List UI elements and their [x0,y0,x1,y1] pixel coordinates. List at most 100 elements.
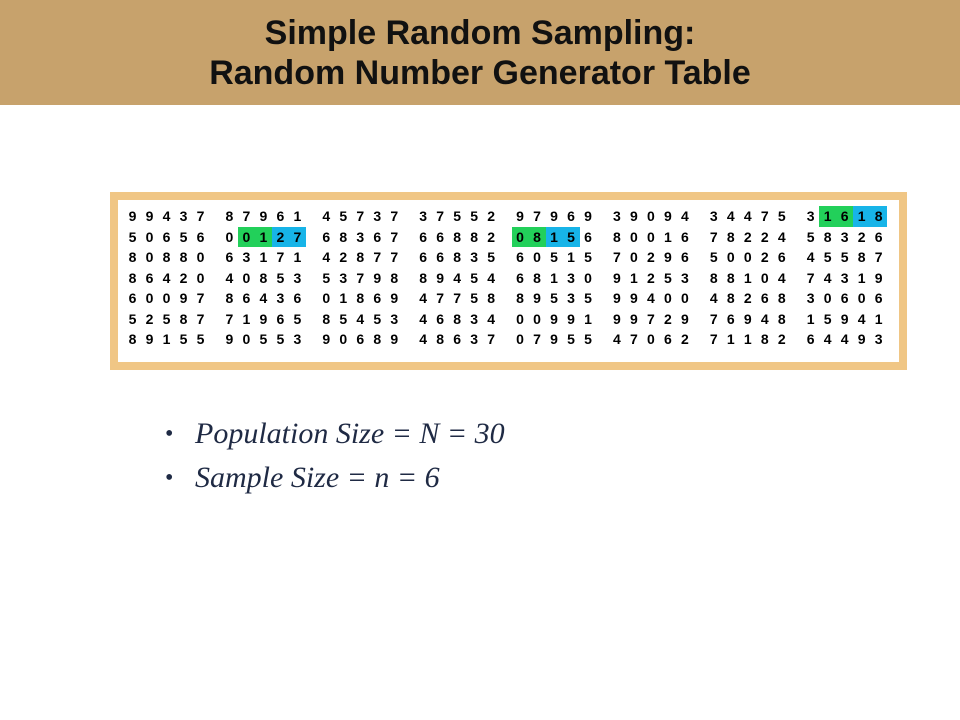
digit: 0 [680,290,689,306]
digit: 4 [612,331,621,347]
digit: 5 [339,310,348,327]
digit: 9 [743,310,752,327]
digit: 4 [709,290,718,306]
digit: 6 [874,228,883,245]
digit: 4 [777,228,786,245]
digit: 3 [806,290,815,306]
digit: 9 [612,290,621,306]
digit: 5 [550,249,558,265]
digit: 3 [339,269,348,286]
digit: 2 [743,290,752,306]
digit: 7 [276,249,285,265]
digit: 6 [567,208,575,224]
digit: 7 [806,269,815,286]
digit: 4 [823,331,832,347]
digit: 4 [419,331,428,347]
digit: 4 [259,290,268,306]
title-bar: Simple Random Sampling: Random Number Ge… [0,0,960,105]
digit: 9 [629,208,638,224]
digit: 9 [550,331,558,347]
digit: 1 [162,331,171,347]
digit: 6 [419,249,428,265]
digit: 0 [322,290,331,306]
digit: 5 [259,331,268,347]
digit: 6 [680,249,689,265]
digit: 2 [145,310,154,327]
digit: 0 [760,269,769,286]
digit: 5 [179,331,188,347]
digit: 5 [584,290,592,306]
digit: 4 [419,310,428,327]
digit: 8 [726,228,735,245]
digit: 5 [196,331,205,347]
highlighted-digit: 5 [562,226,580,247]
digit: 9 [612,310,621,327]
digit: 6 [436,249,445,265]
digit: 7 [533,331,541,347]
title-line-2: Random Number Generator Table [209,53,751,92]
digit: 6 [777,249,786,265]
digit: 1 [567,249,575,265]
digit: 6 [840,290,849,306]
digit: 7 [242,208,251,224]
digit: 3 [680,269,689,286]
digit: 9 [663,208,672,224]
bullet-list: • Population Size = N = 30 • Sample Size… [165,412,505,500]
digit: 9 [225,331,234,347]
digit: 8 [777,310,786,327]
digit: 8 [533,269,541,286]
digit: 0 [646,208,655,224]
digit: 6 [322,228,331,245]
bullet-item-population: • Population Size = N = 30 [165,412,505,456]
digit: 4 [322,249,331,265]
digit: 9 [322,331,331,347]
digit: 0 [584,269,592,286]
digit: 0 [145,249,154,265]
digit: 9 [629,290,638,306]
digit: 7 [390,208,399,224]
digit: 0 [857,290,866,306]
digit: 6 [680,228,689,245]
highlighted-digit: 7 [288,226,306,247]
digit: 0 [646,331,655,347]
digit: 7 [196,290,205,306]
digit: 0 [162,290,171,306]
digit: 6 [726,310,735,327]
digit: 1 [293,208,302,224]
digit: 9 [550,310,558,327]
digit: 7 [390,228,399,245]
digit: 5 [128,310,137,327]
digit: 8 [128,269,137,286]
digit: 4 [453,269,462,286]
digit: 6 [663,331,672,347]
digit: 0 [145,228,154,245]
digit: 2 [663,310,672,327]
digit: 9 [533,290,541,306]
digit: 3 [612,208,621,224]
highlighted-digit: 6 [836,206,854,227]
digit: 9 [612,269,621,286]
digit: 8 [487,290,496,306]
digit: 3 [567,290,575,306]
digit: 1 [726,331,735,347]
digit: 8 [612,228,621,245]
digit: 6 [516,249,524,265]
digit: 8 [162,249,171,265]
digit: 8 [356,249,365,265]
digit: 0 [339,331,348,347]
digit: 2 [487,208,496,224]
digit: 0 [145,290,154,306]
digit: 8 [516,290,524,306]
